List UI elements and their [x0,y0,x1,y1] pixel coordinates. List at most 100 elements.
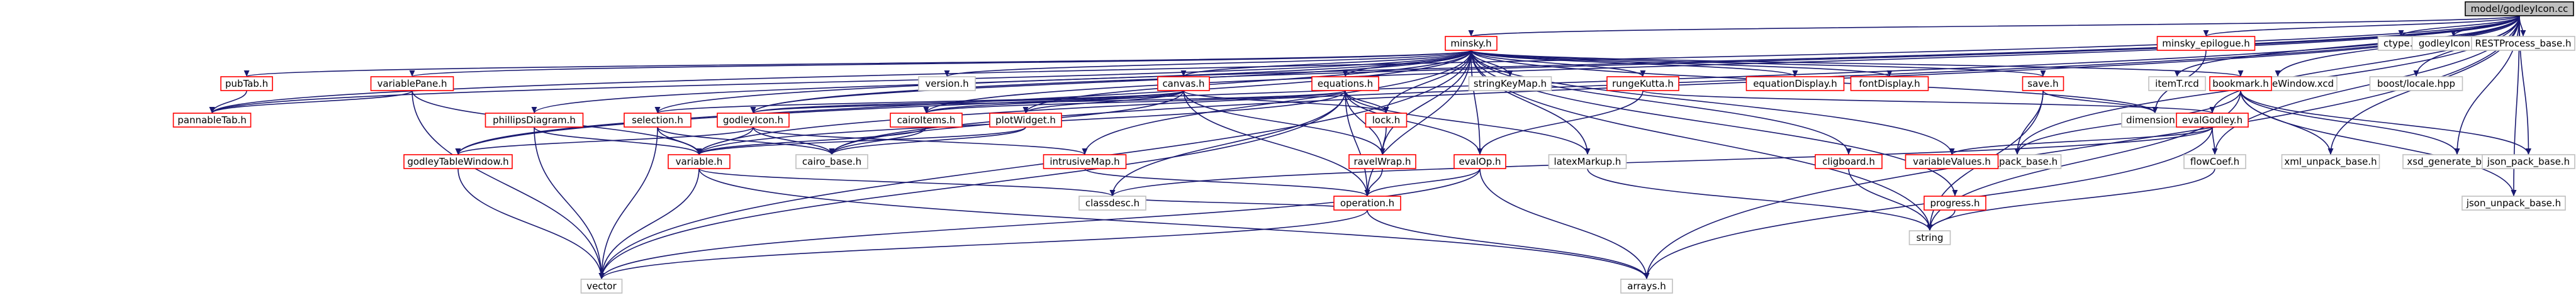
node-godleyIcon-h[interactable]: godleyIcon.h [717,113,790,128]
node-label: boost/locale.hpp [2377,78,2455,89]
node-variableValues[interactable]: variableValues.h [1905,154,1999,169]
node-bookmark[interactable]: bookmark.h [2209,76,2272,91]
node-label: json_unpack_base.h [2466,197,2561,209]
node-string: string [1908,230,1951,245]
node-intrusiveMap[interactable]: intrusiveMap.h [1043,154,1127,169]
node-json-unpack-base: json_unpack_base.h [2461,196,2566,211]
include-edge [1469,15,2520,37]
node-box [484,113,584,128]
node-label: model/godleyIcon.cc [2471,3,2568,14]
include-edge [412,90,605,280]
node-rungeKutta[interactable]: rungeKutta.h [1606,76,1679,91]
node-evalOp[interactable]: evalOp.h [1453,154,1506,169]
dependency-edges [209,15,2531,280]
node-pubTab[interactable]: pubTab.h [220,76,273,91]
include-edge [1848,168,1933,231]
node-version: version.h [918,76,976,91]
node-lock[interactable]: lock.h [1365,113,1408,128]
include-edge [1949,126,2213,155]
node-box [2148,76,2206,91]
node-equations[interactable]: equations.h [1311,76,1379,91]
node-dimension: dimension.h [2121,113,2189,128]
node-progress[interactable]: progress.h [1924,196,1986,211]
node-box [890,113,963,128]
node-label: pubTab.h [225,78,268,89]
include-edge [654,15,2520,114]
include-edge [2209,15,2520,114]
include-edge [1470,50,1852,155]
node-label: equations.h [1318,78,1373,89]
node-label: save.h [2027,78,2058,89]
node-box [2022,76,2064,91]
node-box [989,113,1062,128]
node-label: evalOp.h [1459,156,1501,167]
include-edge [1470,50,1591,155]
include-edge [2240,90,2517,197]
include-edge [455,126,754,155]
node-cairoItems[interactable]: cairoItems.h [890,113,963,128]
include-edge [1470,50,1955,155]
include-edge [534,126,702,155]
include-edge [534,126,605,280]
node-fontDisplay[interactable]: fontDisplay.h [1850,76,1929,91]
node-root: model/godleyIcon.cc [2465,1,2574,16]
include-edge [750,15,2520,114]
node-equationDisplay[interactable]: equationDisplay.h [1745,76,1845,91]
node-label: cairo_base.h [802,156,861,168]
node-box [1078,196,1146,211]
include-edge [1477,90,1644,155]
node-label: minsky.h [1450,38,1491,49]
include-edge [1022,90,1184,114]
include-edge [410,50,1472,77]
include-edge [1345,90,1370,197]
node-save[interactable]: save.h [2022,76,2064,91]
include-edge [698,168,1650,280]
node-itemT-rcd: itemT.rcd [2148,76,2206,91]
node-label: variable.h [676,156,723,167]
include-edge [829,126,927,155]
include-edge [829,126,1026,155]
node-box [1745,76,1845,91]
include-edge [1364,50,1472,197]
include-edge [209,90,413,114]
node-variablePane[interactable]: variablePane.h [370,76,454,91]
node-pannableTab[interactable]: pannableTab.h [172,113,252,128]
node-label: itemT.rcd [2155,78,2199,89]
node-box [1453,154,1506,169]
include-edge [1379,50,1472,155]
node-label: flowCoef.h [2190,156,2239,167]
include-edge [1183,90,1370,197]
node-box [918,76,976,91]
include-edge [2240,90,2531,155]
include-edge [750,90,1184,114]
node-label: string [1916,232,1943,243]
include-edge [2240,90,2460,155]
include-edge [2203,15,2520,37]
node-label: ravelWrap.h [1354,156,1411,167]
node-minsky-epilogue[interactable]: minsky_epilogue.h [2156,36,2256,51]
node-canvas[interactable]: canvas.h [1157,76,1210,91]
node-operation[interactable]: operation.h [1333,196,1401,211]
include-edge [1379,126,1387,155]
node-box [2183,154,2246,169]
node-label: operation.h [1340,197,1394,209]
node-plotWidget[interactable]: plotWidget.h [989,113,1062,128]
node-box [2369,76,2463,91]
include-edge [1367,209,1650,280]
include-edge [598,168,700,280]
include-edge [1470,50,2046,77]
node-ravelWrap[interactable]: ravelWrap.h [1348,154,1416,169]
node-phillipsDiagram[interactable]: phillipsDiagram.h [484,113,584,128]
node-minsky[interactable]: minsky.h [1445,36,1498,51]
include-edge [457,168,605,280]
node-variable[interactable]: variable.h [668,154,731,169]
node-cligboard[interactable]: cligboard.h [1815,154,1883,169]
node-label: variableValues.h [1913,156,1991,167]
node-evalGodley[interactable]: evalGodley.h [2176,113,2249,128]
node-godleyTableWindow-h[interactable]: godleyTableWindow.h [403,154,513,169]
node-label: json_pack_base.h [2487,156,2570,168]
include-edge [1345,90,1483,155]
node-label: godleyTableWindow.h [407,156,508,167]
node-selection[interactable]: selection.h [624,113,692,128]
node-box [1905,154,1999,169]
